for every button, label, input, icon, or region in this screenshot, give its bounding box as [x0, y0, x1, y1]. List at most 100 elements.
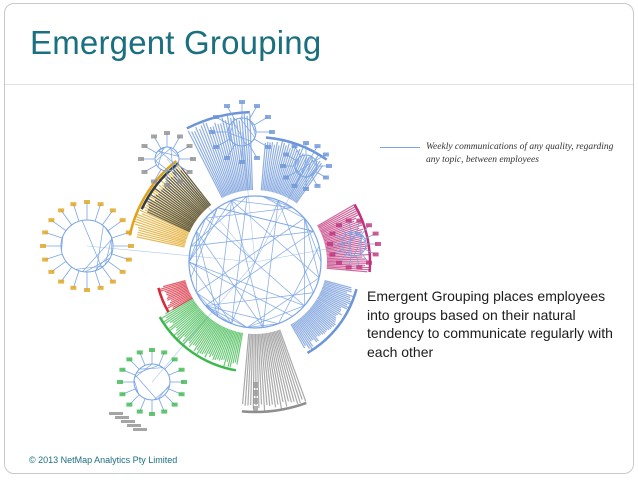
- hub-node: [187, 144, 193, 148]
- tail-node: [253, 398, 258, 404]
- hub-node: [181, 380, 187, 384]
- hub-spoke: [102, 210, 113, 225]
- group-band-blue-lower: [291, 281, 356, 353]
- hub-node: [373, 232, 379, 236]
- central-edge: [197, 231, 263, 327]
- hub-node: [48, 218, 54, 222]
- hub-node: [329, 252, 335, 256]
- hub-node: [119, 368, 125, 372]
- hub-node: [346, 219, 352, 223]
- hub-node: [315, 144, 321, 148]
- hub-node: [326, 164, 332, 168]
- hub-node: [265, 115, 271, 119]
- hub-node: [239, 100, 245, 104]
- hub-node: [120, 218, 126, 222]
- hub-node: [366, 261, 372, 265]
- hub-node: [58, 280, 64, 284]
- hub-edge: [158, 385, 170, 399]
- hub-spoke: [249, 106, 257, 120]
- hub-node: [48, 270, 54, 274]
- hub-node: [265, 145, 271, 149]
- hub-node: [141, 170, 147, 174]
- hub-node: [213, 145, 219, 149]
- hub-node: [336, 261, 342, 265]
- hub-node: [292, 144, 298, 148]
- hub-node: [126, 357, 132, 361]
- hub-node: [84, 200, 90, 204]
- central-edge: [206, 208, 293, 219]
- tail-node: [127, 424, 141, 427]
- group-band-gray: [242, 330, 306, 412]
- hub-node: [98, 202, 104, 206]
- hub-node: [151, 180, 157, 184]
- hub-node: [149, 348, 155, 352]
- hub-spoke: [73, 204, 79, 221]
- tail-node: [115, 416, 129, 419]
- hub-node: [179, 368, 185, 372]
- hub-node: [187, 170, 193, 174]
- hub-node: [283, 153, 289, 157]
- hub-node: [149, 412, 155, 416]
- graph-group-bands: [130, 112, 370, 412]
- hub-node: [239, 160, 245, 164]
- hub-node: [303, 141, 309, 145]
- hub-node: [356, 219, 362, 223]
- hub-node: [84, 288, 90, 292]
- hub-node: [164, 183, 170, 187]
- hub-node: [179, 392, 185, 396]
- hub-node: [315, 184, 321, 188]
- central-edge: [232, 200, 263, 327]
- hub-node: [98, 286, 104, 290]
- legend-line-swatch: [380, 147, 420, 148]
- hub-node: [42, 258, 48, 262]
- network-graph: [5, 4, 634, 474]
- group-band-blue-top: [187, 112, 253, 198]
- hub-spoke: [102, 267, 113, 282]
- hub-node: [292, 184, 298, 188]
- hub-node: [280, 164, 286, 168]
- hub-spoke: [249, 144, 257, 158]
- hub-node: [128, 244, 134, 248]
- tail-node: [253, 382, 258, 388]
- tail-node: [133, 428, 147, 431]
- hub-node: [254, 156, 260, 160]
- hub-node: [224, 156, 230, 160]
- hub-node: [164, 131, 170, 135]
- band-tick: [327, 264, 365, 265]
- legend-text: Weekly communications of any quality, re…: [426, 141, 616, 167]
- hub-node: [190, 157, 196, 161]
- hub-node: [224, 104, 230, 108]
- central-edge: [232, 200, 319, 278]
- hub-node: [161, 410, 167, 414]
- hub-node: [126, 403, 132, 407]
- hub-node: [269, 130, 275, 134]
- hub-edge: [82, 220, 102, 267]
- hub-node: [110, 208, 116, 212]
- hub-node: [336, 223, 342, 227]
- hub-node: [172, 357, 178, 361]
- band-tick: [295, 163, 321, 202]
- hub-node: [137, 410, 143, 414]
- hub-node: [138, 157, 144, 161]
- hub-node: [303, 187, 309, 191]
- hub-node: [42, 230, 48, 234]
- hub-node: [356, 265, 362, 269]
- tail-node: [253, 390, 258, 396]
- hub-node: [213, 115, 219, 119]
- hub-node: [177, 180, 183, 184]
- hub-node: [70, 286, 76, 290]
- hub-edge: [105, 227, 111, 237]
- hub-spoke: [95, 271, 101, 288]
- tail-node: [121, 420, 135, 423]
- hub-spoke: [95, 204, 101, 221]
- hub-node: [58, 208, 64, 212]
- hub-node: [117, 380, 123, 384]
- hub-node: [110, 280, 116, 284]
- hub-node: [161, 350, 167, 354]
- hub-spoke: [73, 271, 79, 288]
- hub-node: [177, 134, 183, 138]
- hub-node: [283, 176, 289, 180]
- group-band-red: [158, 281, 192, 312]
- hub-node: [323, 176, 329, 180]
- hub-node: [373, 252, 379, 256]
